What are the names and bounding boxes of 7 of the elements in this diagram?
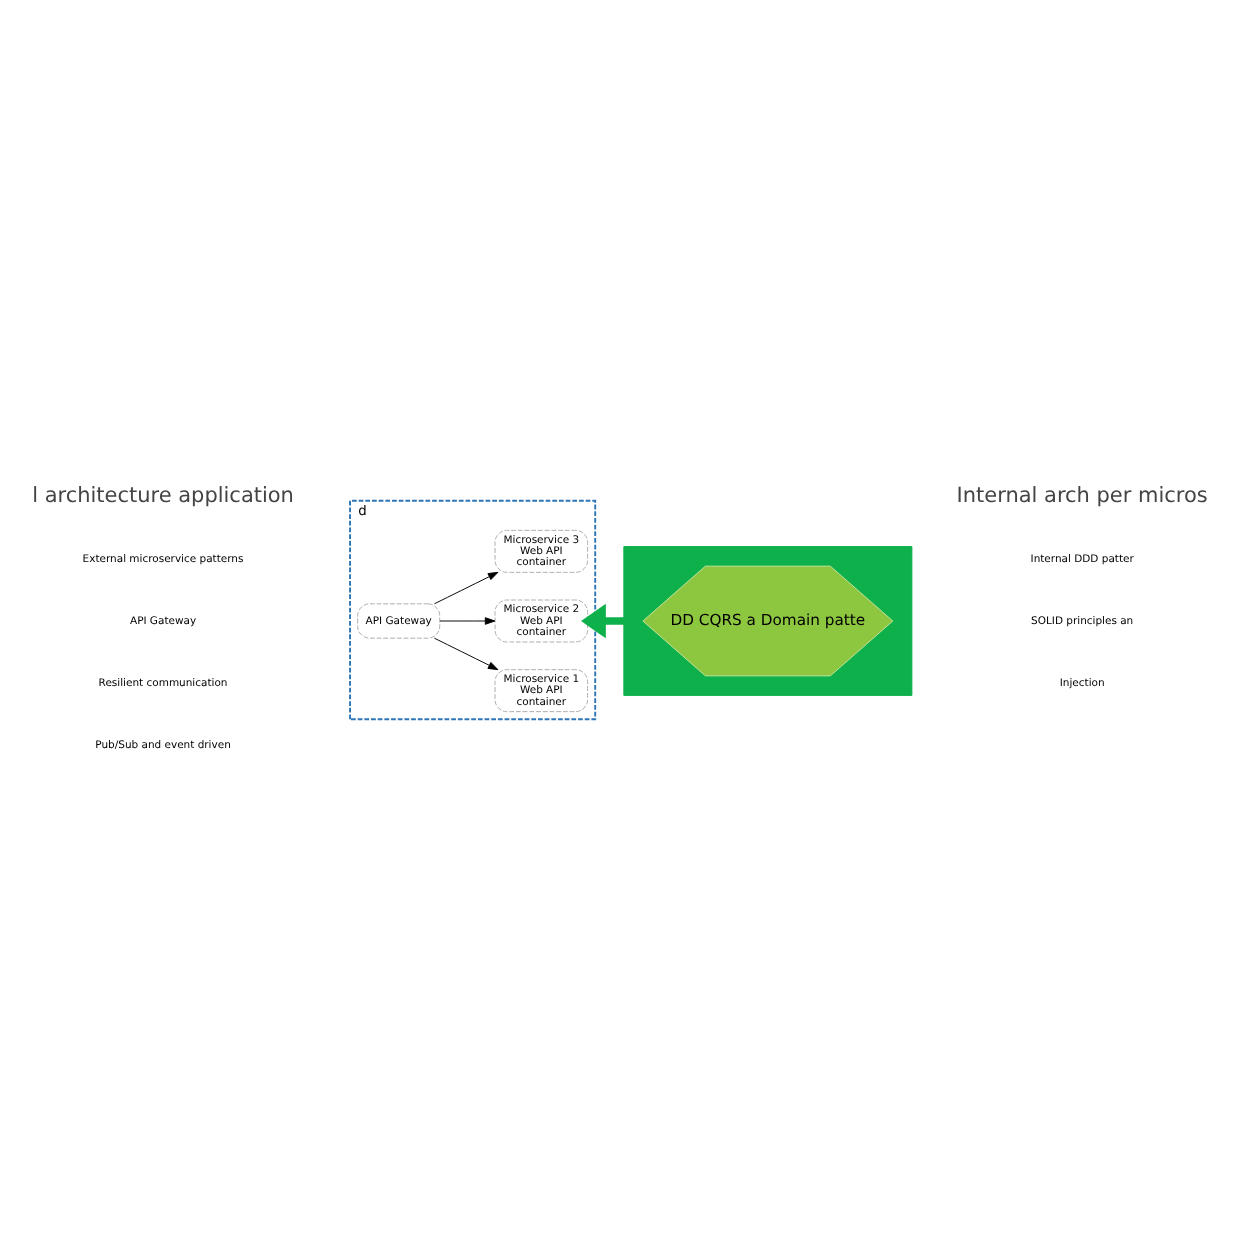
- arrow: [581, 602, 643, 638]
- arrow: [433, 636, 499, 670]
- arrow: [439, 616, 496, 624]
- arrow: [433, 570, 499, 604]
- label: l architecture application: [32, 483, 294, 508]
- label: Internal arch per micros: [956, 483, 1208, 508]
- cluster: [623, 545, 913, 695]
